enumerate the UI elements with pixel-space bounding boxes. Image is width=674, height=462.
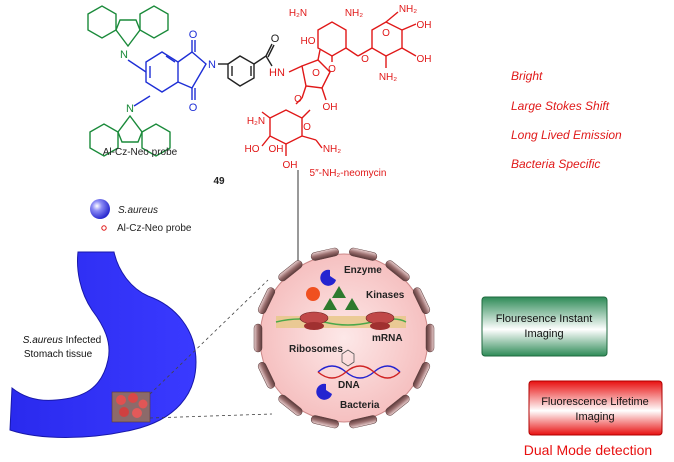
atom-o-bridge: O <box>361 54 369 65</box>
membrane-segment <box>278 260 303 282</box>
instant-imaging-line1: Flouresence Instant <box>496 313 593 325</box>
membrane-segment <box>253 323 263 353</box>
properties-list: Bright Large Stokes Shift Long Lived Emi… <box>511 69 622 171</box>
kinase-icon <box>323 298 337 310</box>
atom-n-carb-2: N <box>126 103 134 115</box>
cell-label-dna: DNA <box>338 380 360 391</box>
membrane-segment <box>385 260 410 282</box>
atom-o-ring1: O <box>328 64 336 75</box>
compound-number: 49 <box>213 176 225 187</box>
legend-species: S.aureus <box>118 205 158 216</box>
atom-nh2-top-a: H₂N <box>289 8 307 19</box>
atom-o-r4: O <box>303 122 311 133</box>
atom-oh-r3b: OH <box>417 54 432 65</box>
bacteria-ball-icon <box>90 199 110 219</box>
imide-core <box>145 40 207 100</box>
membrane-segment <box>412 287 431 314</box>
stomach-label: S.aureus Infected <box>23 335 101 346</box>
property-item: Large Stokes Shift <box>511 99 610 113</box>
dna-helix-icon <box>317 365 401 379</box>
membrane-segment <box>349 415 378 429</box>
infection-patch <box>111 391 151 423</box>
atom-n-imide: N <box>208 59 216 71</box>
atom-o-ribose: O <box>312 68 320 79</box>
property-item: Bright <box>511 69 543 83</box>
orange-molecule-icon <box>306 287 320 301</box>
cell-label-enzyme: Enzyme <box>344 265 382 276</box>
cell-label-mrna: mRNA <box>372 333 403 344</box>
atom-oh-r3a: OH <box>417 20 432 31</box>
atom-oh-ribose: OH <box>323 102 338 113</box>
membrane-segment <box>278 394 303 416</box>
legend-probe: Al-Cz-Neo probe <box>117 223 192 234</box>
ribosome-icon <box>299 311 329 330</box>
atom-nh2-top-c: NH₂ <box>399 4 417 15</box>
stomach-label-rest: Infected <box>63 335 101 346</box>
carbazole-top <box>87 5 169 48</box>
lifetime-imaging-line2: Imaging <box>575 411 614 423</box>
atom-nh2-r3: NH₂ <box>379 72 397 83</box>
atom-h2n-r4: H₂N <box>247 116 265 127</box>
membrane-segment <box>349 247 378 261</box>
atom-o-bridge2: O <box>294 94 302 105</box>
legend: S.aureus Al-Cz-Neo probe <box>90 199 192 234</box>
atom-o-amide: O <box>271 33 280 45</box>
probe-molecule: N N O O N <box>87 4 432 171</box>
membrane-segment <box>425 323 435 353</box>
atom-o-imide-top: O <box>189 29 198 41</box>
probe-caption: Al-Cz-Neo probe <box>103 147 178 158</box>
atom-nh2-top-b: NH₂ <box>345 8 363 19</box>
atom-oh-r4b: OH <box>283 160 298 171</box>
lifetime-imaging-line1: Fluorescence Lifetime <box>541 396 649 408</box>
zoom-line-bottom <box>149 413 273 419</box>
stomach-illustration: S.aureus Infected Stomach tissue <box>9 251 197 438</box>
stomach-shape <box>9 251 197 438</box>
lifetime-imaging-box: Fluorescence Lifetime Imaging <box>528 380 663 436</box>
membrane-segment <box>257 287 276 314</box>
atom-oh-r4a: OH <box>269 144 284 155</box>
probe-dot-icon <box>101 225 107 231</box>
atom-o-imide-bottom: O <box>189 102 198 114</box>
atom-o-ring3: O <box>382 28 390 39</box>
neomycin-caption: 5″-NH₂-neomycin <box>310 168 387 179</box>
instant-imaging-line2: Imaging <box>524 328 563 340</box>
carbazole-bottom <box>89 114 171 157</box>
property-item: Long Lived Emission <box>511 128 622 142</box>
cell-membrane <box>253 247 435 429</box>
neomycin-scaffold <box>261 11 417 156</box>
enzyme-icon <box>316 383 332 400</box>
bacterium-cell: Enzyme Kinases mRNA Ribosomes DNA Bacter… <box>253 247 435 429</box>
dual-mode-title: Dual Mode detection <box>524 442 652 458</box>
membrane-segment <box>257 362 276 389</box>
atom-ho-r4: HO <box>245 144 260 155</box>
atom-ho-left: HO <box>301 36 316 47</box>
ribosome-icon <box>365 311 395 330</box>
benzamide <box>218 43 275 87</box>
cell-label-bacteria: Bacteria <box>340 400 380 411</box>
cell-label-kinases: Kinases <box>366 290 405 301</box>
instant-imaging-box: Flouresence Instant Imaging <box>481 296 608 357</box>
property-item: Bacteria Specific <box>511 157 600 171</box>
membrane-segment <box>310 415 339 429</box>
cell-label-ribosomes: Ribosomes <box>289 344 343 355</box>
atom-n-carb-1: N <box>120 49 128 61</box>
kinase-icon <box>345 298 359 310</box>
stomach-label-line2: Stomach tissue <box>24 349 93 360</box>
membrane-segment <box>310 247 339 261</box>
stomach-label-italic: S.aureus <box>23 335 63 346</box>
atom-nh2-r4: NH₂ <box>323 144 341 155</box>
enzyme-icon <box>320 269 336 286</box>
hexagon-icon <box>341 349 355 367</box>
membrane-segment <box>385 394 410 416</box>
atom-hn-link: HN <box>269 67 285 79</box>
kinase-icon <box>332 286 346 298</box>
